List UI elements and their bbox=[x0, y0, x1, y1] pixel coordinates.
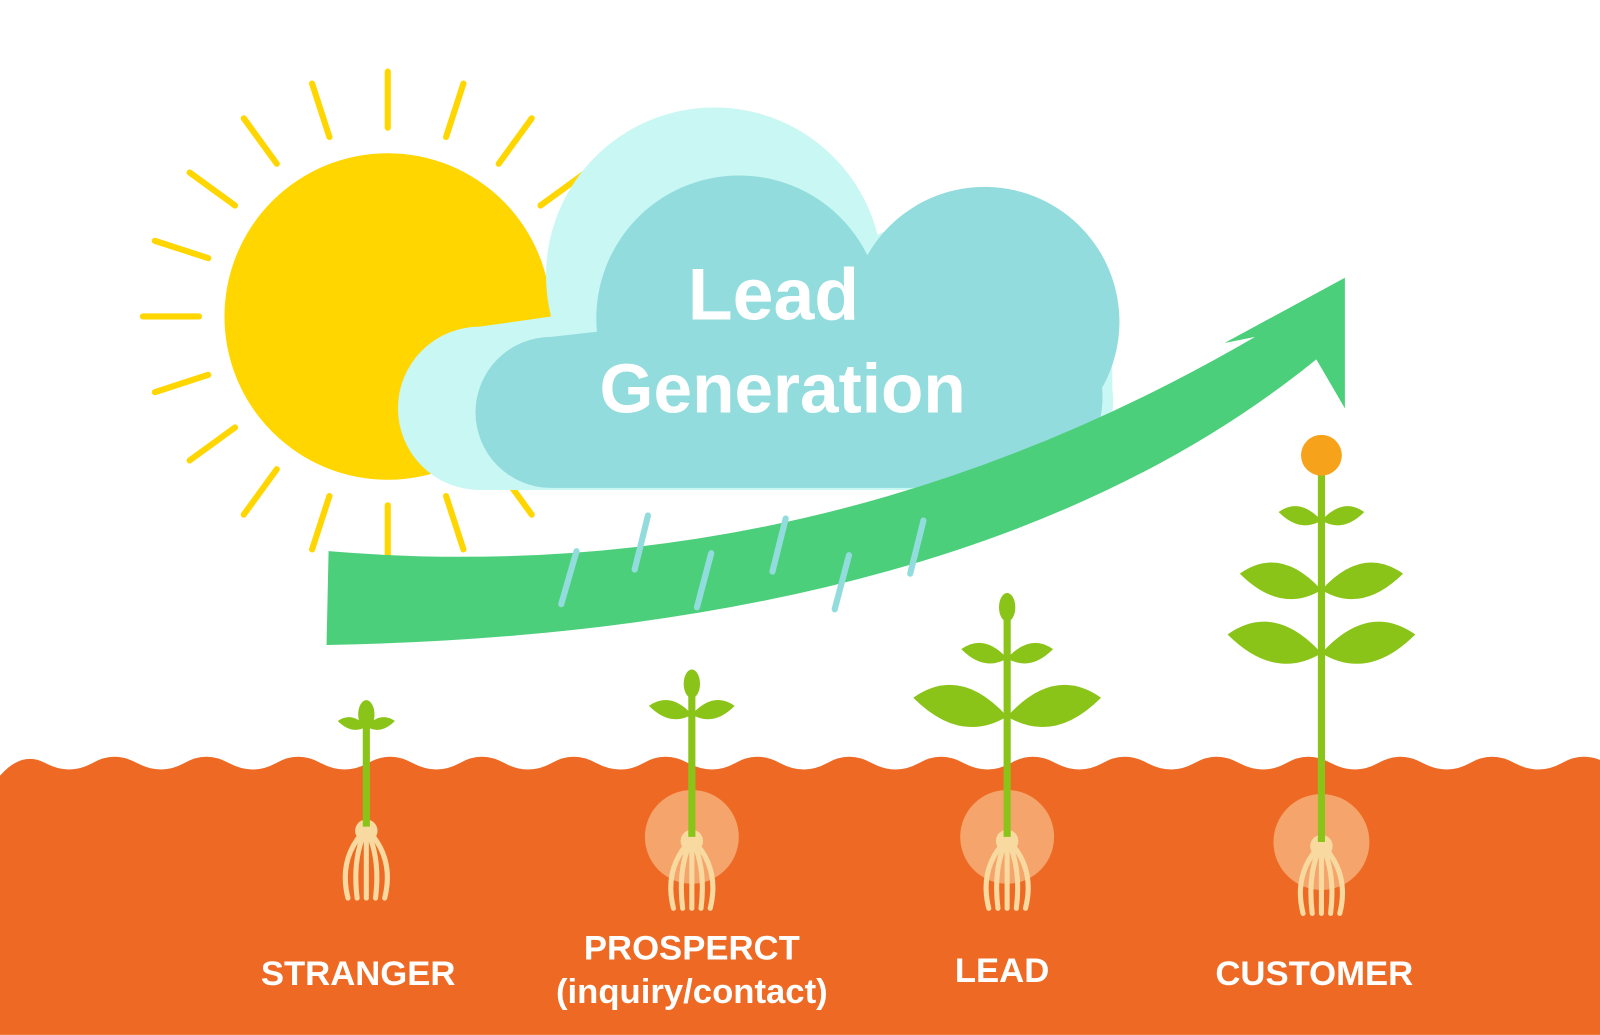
root-node bbox=[680, 829, 704, 853]
rain-icon bbox=[558, 512, 927, 613]
leaf-icon bbox=[913, 684, 1008, 728]
bud-icon bbox=[683, 669, 700, 699]
leaf-icon bbox=[1007, 642, 1054, 664]
plant-lead bbox=[913, 593, 1102, 911]
root-node bbox=[1310, 834, 1333, 858]
stage-label-customer: CUSTOMER bbox=[1215, 955, 1413, 993]
sun-ray bbox=[186, 424, 239, 464]
sun-ray bbox=[495, 115, 535, 167]
title-line-2: Generation bbox=[600, 349, 966, 427]
stage-label-stranger: STRANGER bbox=[261, 955, 456, 993]
sun-ray bbox=[151, 371, 212, 396]
sun-ray bbox=[309, 80, 333, 141]
plant-stranger bbox=[337, 700, 395, 901]
growth-arrow-icon bbox=[326, 277, 1345, 646]
cloud-icon bbox=[397, 107, 1120, 490]
stage-label-lead: LEAD bbox=[955, 952, 1049, 990]
leaf-icon bbox=[1278, 506, 1322, 526]
plant-customer bbox=[1227, 434, 1416, 916]
leaf-icon bbox=[1239, 562, 1322, 600]
bud-icon bbox=[358, 700, 375, 729]
leaf-icon bbox=[691, 700, 735, 720]
sun-ray bbox=[240, 466, 280, 518]
root-node bbox=[995, 829, 1019, 853]
stage-sublabel-prospect: (inquiry/contact) bbox=[556, 973, 828, 1011]
leaf-icon bbox=[1227, 621, 1322, 664]
leaf-icon bbox=[1007, 684, 1102, 728]
title-line-1: Lead bbox=[688, 253, 859, 336]
leaf-icon bbox=[337, 717, 367, 730]
sun-ray bbox=[240, 115, 280, 167]
soil bbox=[0, 756, 1600, 1035]
sun-ray bbox=[186, 169, 239, 209]
stage-label-prospect: PROSPERCT bbox=[584, 929, 800, 967]
plants bbox=[337, 434, 1416, 916]
leaf-icon bbox=[961, 642, 1008, 664]
leaf-icon bbox=[1321, 562, 1404, 600]
sun-ray bbox=[151, 237, 212, 262]
leaf-icon bbox=[1321, 506, 1365, 526]
bud-icon bbox=[998, 593, 1016, 622]
sun-ray bbox=[443, 492, 467, 553]
plant-prospect bbox=[644, 669, 739, 911]
sun-ray bbox=[443, 80, 467, 141]
root-node bbox=[355, 819, 378, 842]
leaf-icon bbox=[1321, 621, 1416, 664]
sun-ray bbox=[309, 492, 333, 553]
flower-icon bbox=[1301, 434, 1342, 476]
leaf-icon bbox=[366, 717, 395, 730]
leaf-icon bbox=[648, 700, 692, 720]
